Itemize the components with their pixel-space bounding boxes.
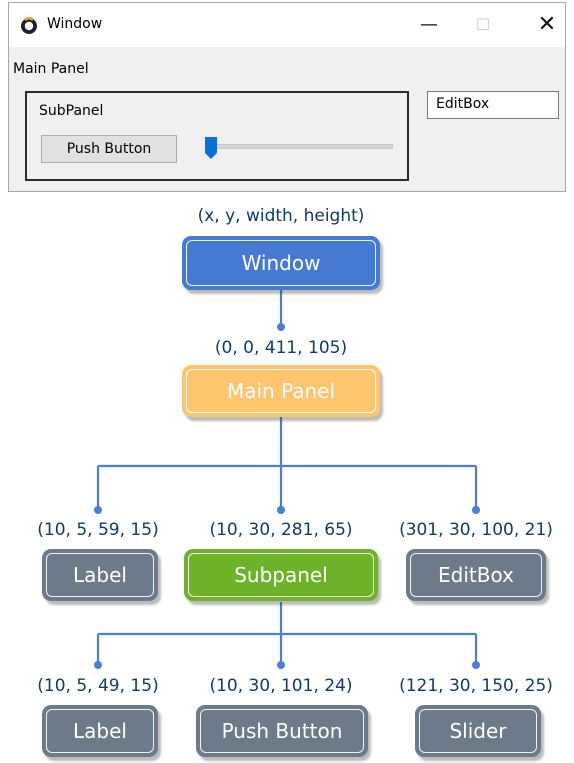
connector-dot [277,661,285,669]
subpanel: SubPanel Push Button [25,91,409,181]
node-label-text: Label [46,553,154,597]
node-main-panel-label: Main Panel [186,369,376,413]
coords-main-panel: (0, 0, 411, 105) [214,338,348,358]
node-sub-label-text: Label [46,709,154,753]
coords-subpanel: (10, 30, 281, 65) [209,520,353,540]
node-window: Window [182,236,380,290]
app-window: Window — ☐ ✕ Main Panel SubPanel Push Bu… [8,2,566,192]
coords-push-button: (10, 30, 101, 24) [209,676,353,696]
node-slider: Slider [415,705,541,757]
connector-dot [472,661,480,669]
coords-editbox: (301, 30, 100, 21) [399,520,553,540]
connector-dot [472,506,480,514]
node-editbox-label: EditBox [410,553,542,597]
editbox[interactable]: EditBox [427,91,559,119]
connector-dot [277,506,285,514]
node-subpanel: Subpanel [184,549,378,601]
title-bar: Window — ☐ ✕ [9,3,565,47]
slider-thumb[interactable] [205,137,217,159]
push-button[interactable]: Push Button [41,135,177,163]
minimize-button[interactable]: — [420,14,438,35]
maximize-button[interactable]: ☐ [475,15,491,34]
node-push-button-label: Push Button [200,709,364,753]
connector-dot [94,506,102,514]
node-slider-label: Slider [419,709,537,753]
coords-label: (10, 5, 59, 15) [37,520,159,540]
subpanel-label: SubPanel [39,103,104,119]
connector-dot [277,323,285,331]
main-panel-label: Main Panel [13,61,89,77]
window-title: Window [47,16,103,32]
coords-sub-label: (10, 5, 49, 15) [37,676,159,696]
editbox-text: EditBox [436,96,490,112]
node-push-button: Push Button [196,705,368,757]
close-button[interactable]: ✕ [537,12,557,37]
node-main-panel: Main Panel [182,365,380,417]
coords-slider: (121, 30, 150, 25) [399,676,553,696]
app-icon [21,17,37,34]
coords-header: (x, y, width, height) [197,206,365,226]
node-label: Label [42,549,158,601]
connector-dot [94,661,102,669]
node-subpanel-label: Subpanel [188,553,374,597]
node-sub-label: Label [42,705,158,757]
node-editbox: EditBox [406,549,546,601]
node-window-label: Window [186,240,376,286]
